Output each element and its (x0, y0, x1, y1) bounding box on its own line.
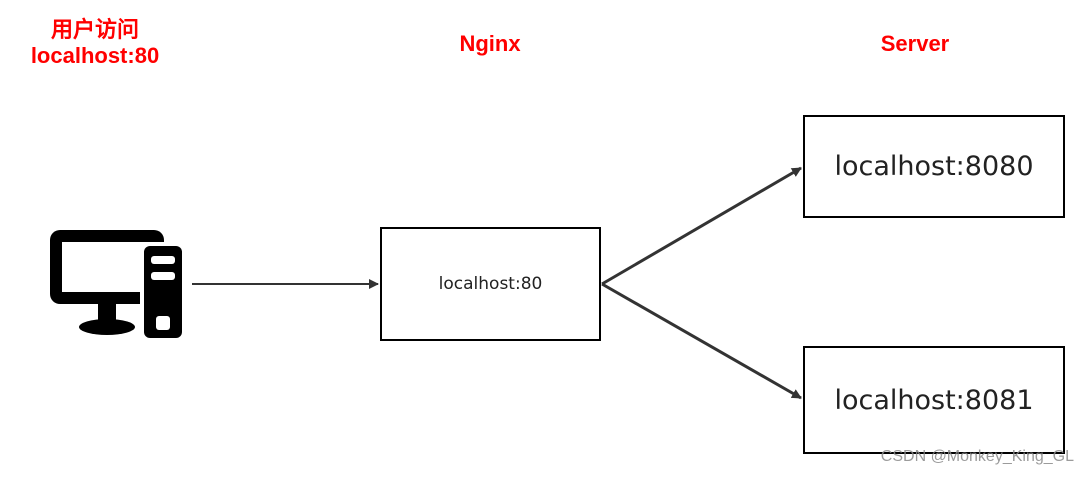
nginx-heading: Nginx (459, 31, 521, 56)
user-access-heading: 用户访问 localhost:80 (0, 17, 190, 69)
user-access-address: localhost:80 (30, 43, 160, 68)
arrow-nginx-to-server-2 (601, 282, 802, 400)
server-node-8080-label: localhost:8080 (834, 151, 1034, 182)
server-node-8081-label: localhost:8081 (834, 384, 1034, 416)
server-node-8081: localhost:8081 (803, 346, 1065, 454)
user-access-title: 用户访问 (50, 17, 139, 42)
nginx-node: localhost:80 (380, 227, 601, 341)
csdn-watermark: CSDN @Monkey_King_GL (880, 448, 1074, 465)
arrow-nginx-to-server-1 (601, 166, 802, 286)
server-heading: Server (880, 31, 950, 56)
nginx-node-label: localhost:80 (438, 274, 543, 294)
server-node-8080: localhost:8080 (803, 115, 1065, 218)
desktop-computer-icon (50, 230, 184, 340)
